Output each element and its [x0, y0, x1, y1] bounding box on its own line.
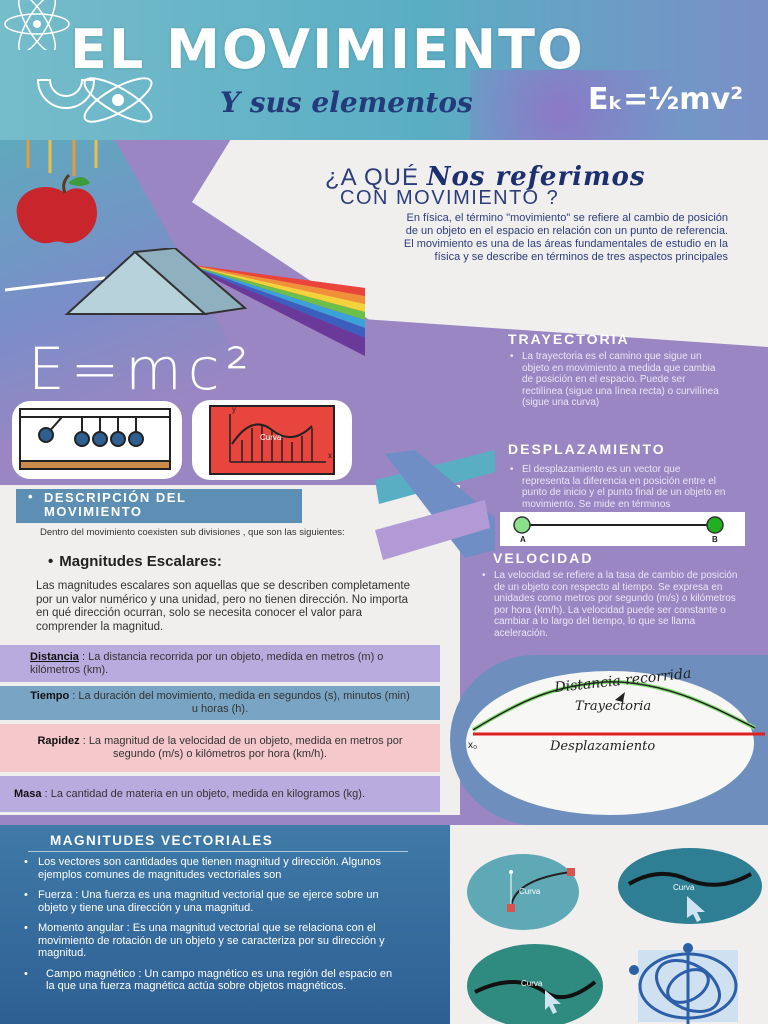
graph-card: y x Curva: [192, 400, 352, 480]
tiempo-band: Tiempo : La duración del movimiento, med…: [0, 686, 440, 720]
svg-text:Curva: Curva: [673, 883, 695, 892]
desplazamiento-title: DESPLAZAMIENTO: [508, 441, 666, 457]
descripcion-banner: • DESCRIPCIÓN DEL MOVIMIENTO: [16, 489, 302, 523]
desplazamiento-label: Desplazamiento: [549, 739, 655, 754]
emc-formula: E=mc²: [28, 335, 255, 403]
prism-icon: [5, 248, 365, 356]
page-subtitle: Y sus elementos: [220, 86, 473, 119]
curve-cursor-icon: Curva: [618, 848, 762, 924]
vectoriales-divider: [28, 851, 408, 852]
list-item: Fuerza : Una fuerza es una magnitud vect…: [20, 889, 400, 914]
magnet-icon: [36, 77, 153, 123]
atom-icon: [4, 0, 70, 50]
escalares-title: •Magnitudes Escalares:: [48, 553, 222, 570]
svg-text:y: y: [232, 405, 236, 414]
desplazamiento-list: El desplazamiento es un vector que repre…: [508, 464, 728, 510]
velocidad-text: La velocidad se refiere a la tasa de cam…: [480, 570, 745, 639]
trayectoria-list: La trayectoria es el camino que sigue un…: [508, 351, 728, 409]
velocidad-title: VELOCIDAD: [493, 550, 594, 566]
point-a-label: A: [520, 535, 526, 544]
descripcion-title: • DESCRIPCIÓN DEL MOVIMIENTO: [28, 489, 187, 519]
intro-paragraph: En física, el término "movimiento" se re…: [403, 212, 728, 263]
desplazamiento-text: El desplazamiento es un vector que repre…: [508, 464, 728, 510]
cursor-icon: [687, 896, 705, 922]
apple-icon: [16, 140, 98, 244]
rapidez-band: Rapidez : La magnitud de la velocidad de…: [0, 724, 440, 772]
list-item: Momento angular : Es una magnitud vector…: [20, 922, 400, 960]
distancia-band: Distancia : La distancia recorrida por u…: [0, 645, 440, 682]
curve-tool-icon: Curva: [467, 854, 579, 930]
gyroscope-icon: [629, 943, 738, 1024]
list-item: Los vectores son cantidades que tienen m…: [20, 856, 400, 881]
header-spray: [470, 70, 768, 140]
descripcion-intro: Dentro del movimiento coexisten sub divi…: [40, 527, 345, 538]
cross-decoration: [375, 450, 495, 560]
velocidad-list: La velocidad se refiere a la tasa de cam…: [480, 570, 745, 639]
trayectoria-title: TRAYECTORIA: [508, 331, 630, 347]
newtons-cradle-card: [12, 401, 182, 479]
list-item: Campo magnético : Un campo magnético es …: [20, 968, 400, 993]
svg-text:Curva: Curva: [519, 887, 541, 896]
page-title: EL MOVIMIENTO: [70, 18, 585, 81]
x0-label: x₀: [468, 740, 477, 751]
curve-tool-icon-2: Curva: [467, 944, 603, 1024]
svg-text:x: x: [328, 451, 332, 460]
point-b-label: B: [712, 535, 718, 544]
newtons-cradle-icon: [19, 408, 171, 470]
svg-text:Curva: Curva: [521, 979, 543, 988]
trayectoria-label: Trayectoria: [575, 699, 651, 714]
question-heading: ¿A QUÉ Nos referimos: [325, 162, 646, 192]
vectoriales-list: Los vectores son cantidades que tienen m…: [20, 856, 400, 1001]
trayectoria-text: La trayectoria es el camino que sigue un…: [508, 351, 728, 409]
vectoriales-title: MAGNITUDES VECTORIALES: [50, 833, 274, 848]
masa-band: Masa : La cantidad de materia en un obje…: [0, 776, 440, 812]
displacement-diagram: A B: [500, 512, 745, 546]
curva-label: Curva: [260, 433, 282, 442]
trajectory-diagram: Distancia recorrida Trayectoria Desplaza…: [466, 668, 765, 815]
escalares-text: Las magnitudes escalares son aquellas qu…: [36, 580, 410, 633]
question-heading-line2: CON MOVIMIENTO ?: [340, 187, 560, 209]
kinetic-energy-formula: Eₖ=½mv²: [588, 82, 744, 117]
graph-icon: y x Curva: [209, 405, 335, 475]
